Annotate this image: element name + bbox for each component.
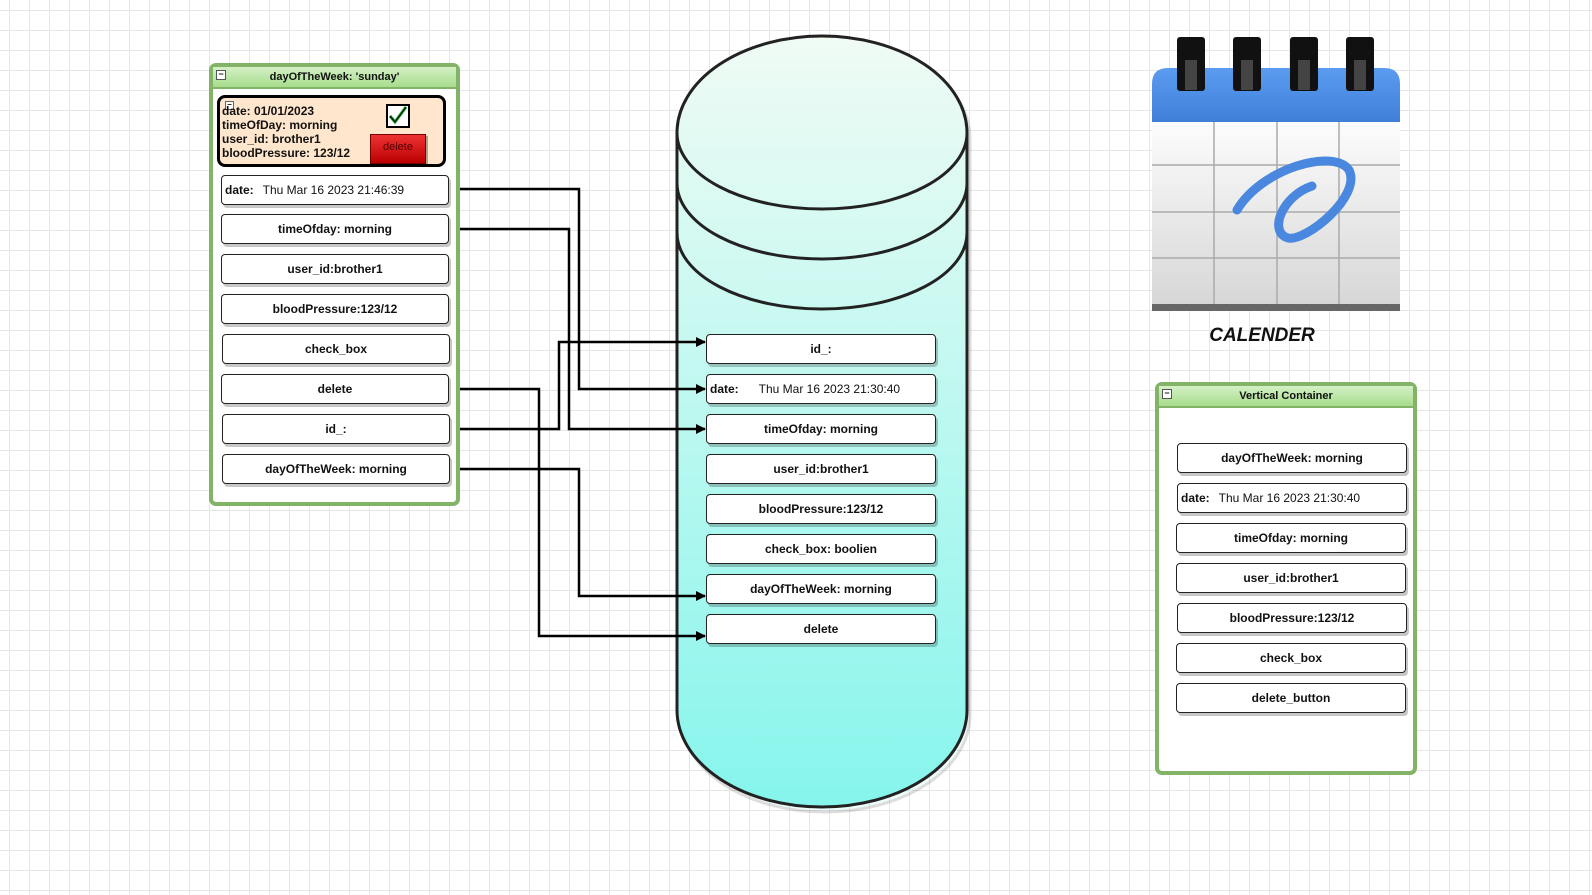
left-field-date[interactable]: date: Thu Mar 16 2023 21:46:39 <box>221 175 449 205</box>
connector-delete <box>449 387 706 641</box>
left-field-user-id[interactable]: user_id:brother1 <box>221 254 449 284</box>
connector-date <box>449 187 706 394</box>
card-line-blood-pressure: bloodPressure: 123/12 <box>222 146 351 160</box>
db-field-check-box[interactable]: check_box: boolien <box>706 534 936 564</box>
left-field-day-of-week[interactable]: dayOfTheWeek: morning <box>222 454 450 484</box>
left-container-header: − dayOfTheWeek: 'sunday' <box>213 67 456 89</box>
left-date-key: date: <box>225 183 254 197</box>
card-line-user-id: user_id: brother1 <box>222 132 321 146</box>
vc-field-delete-button[interactable]: delete_button <box>1176 683 1406 713</box>
vc-date-key: date: <box>1181 491 1210 505</box>
checkmark-icon <box>388 106 408 125</box>
card-delete-button[interactable]: delete <box>370 134 426 164</box>
record-card: − date: 01/01/2023 timeOfDay: morning us… <box>217 95 446 167</box>
collapse-icon[interactable]: − <box>216 70 226 80</box>
left-field-blood-pressure[interactable]: bloodPressure:123/12 <box>221 294 449 324</box>
vc-field-user-id[interactable]: user_id:brother1 <box>1176 563 1406 593</box>
left-date-value: Thu Mar 16 2023 21:46:39 <box>262 183 405 197</box>
card-checkbox[interactable] <box>386 104 410 128</box>
db-date-key: date: <box>710 382 739 396</box>
vc-field-date[interactable]: date: Thu Mar 16 2023 21:30:40 <box>1177 483 1407 513</box>
left-field-time-of-day[interactable]: timeOfday: morning <box>221 214 449 244</box>
connector-day-of-week <box>449 467 706 601</box>
calendar-label: CALENDER <box>1209 325 1315 346</box>
db-field-time-of-day[interactable]: timeOfday: morning <box>706 414 936 444</box>
db-field-user-id[interactable]: user_id:brother1 <box>706 454 936 484</box>
db-field-delete[interactable]: delete <box>706 614 936 644</box>
vc-date-value: Thu Mar 16 2023 21:30:40 <box>1218 491 1361 505</box>
vc-field-check-box[interactable]: check_box <box>1176 643 1406 673</box>
db-field-day-of-week[interactable]: dayOfTheWeek: morning <box>706 574 936 604</box>
vc-field-day-of-week[interactable]: dayOfTheWeek: morning <box>1177 443 1407 473</box>
card-line-time-of-day: timeOfDay: morning <box>222 118 338 132</box>
collapse-icon[interactable]: − <box>1162 389 1172 399</box>
db-field-id[interactable]: id_: <box>706 334 936 364</box>
db-field-blood-pressure[interactable]: bloodPressure:123/12 <box>706 494 936 524</box>
vc-field-time-of-day[interactable]: timeOfday: morning <box>1176 523 1406 553</box>
connectors <box>449 187 706 641</box>
calendar-icon <box>1152 37 1400 311</box>
connector-id <box>449 337 706 431</box>
card-collapse-icon[interactable]: − <box>225 101 234 110</box>
card-line-date: date: 01/01/2023 <box>222 104 315 118</box>
db-date-value: Thu Mar 16 2023 21:30:40 <box>758 382 901 396</box>
vertical-container-title: Vertical Container <box>1239 390 1333 402</box>
left-field-delete[interactable]: delete <box>221 374 449 404</box>
left-field-id[interactable]: id_: <box>222 414 450 444</box>
db-field-date[interactable]: date: Thu Mar 16 2023 21:30:40 <box>706 374 936 404</box>
left-field-check-box[interactable]: check_box <box>222 334 450 364</box>
vertical-container-header: − Vertical Container <box>1159 386 1413 408</box>
left-container-title: dayOfTheWeek: 'sunday' <box>269 71 400 83</box>
connector-time-of-day <box>449 227 706 434</box>
vc-field-blood-pressure[interactable]: bloodPressure:123/12 <box>1177 603 1407 633</box>
